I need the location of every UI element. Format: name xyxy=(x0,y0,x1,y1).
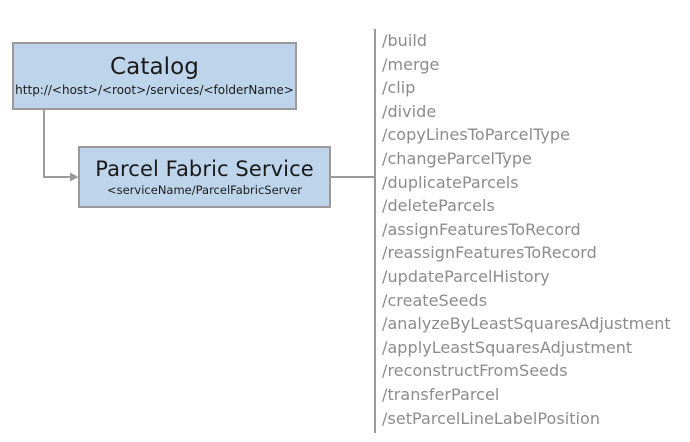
operation-item: /setParcelLineLabelPosition xyxy=(382,408,601,428)
catalog-node-title: Catalog xyxy=(109,53,200,80)
operation-item: /clip xyxy=(382,78,416,98)
operation-item: /createSeeds xyxy=(382,290,488,310)
operation-item: /merge xyxy=(382,54,440,74)
operation-item: /transferParcel xyxy=(382,384,500,404)
operation-item: /reassignFeaturesToRecord xyxy=(382,243,597,263)
operation-item: /duplicateParcels xyxy=(382,172,519,192)
parcel-fabric-service-path: <serviceName/ParcelFabricServer xyxy=(106,182,303,197)
operation-item: /updateParcelHistory xyxy=(382,266,550,286)
operation-item: /build xyxy=(382,31,428,50)
catalog-node: Catalog http://<host>/<root>/services/<f… xyxy=(12,42,297,110)
operation-item: /copyLinesToParcelType xyxy=(382,125,571,145)
parcel-fabric-service-title: Parcel Fabric Service xyxy=(95,156,314,181)
operations-list: /build/merge/clip/divide/copyLinesToParc… xyxy=(374,29,671,433)
operation-item: /assignFeaturesToRecord xyxy=(382,219,581,239)
operation-item: /applyLeastSquaresAdjustment xyxy=(382,337,633,357)
parcel-fabric-service-node: Parcel Fabric Service <serviceName/Parce… xyxy=(78,146,331,208)
operation-item: /analyzeByLeastSquaresAdjustment xyxy=(382,314,671,334)
operation-item: /changeParcelType xyxy=(382,148,532,168)
operation-item: /reconstructFromSeeds xyxy=(382,361,568,381)
catalog-to-parcel-connector xyxy=(43,110,70,178)
operation-item: /deleteParcels xyxy=(382,196,495,216)
catalog-node-url: http://<host>/<root>/services/<folderNam… xyxy=(15,82,294,97)
operation-item: /divide xyxy=(382,101,437,121)
